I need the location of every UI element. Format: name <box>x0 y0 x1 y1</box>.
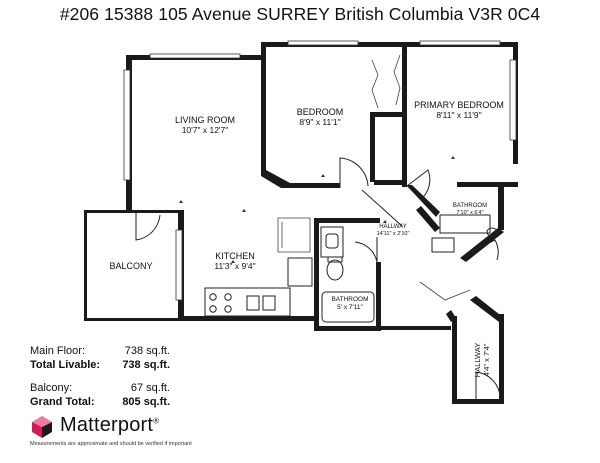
fridge <box>287 257 313 287</box>
balcony-area-label: Balcony: <box>30 382 73 394</box>
total-livable-row: Total Livable: 738 sq.ft. <box>30 358 170 372</box>
primary-bottom-left-wall <box>374 180 406 185</box>
bath-door <box>354 237 378 263</box>
balcony-top-rail <box>84 210 184 213</box>
ensuite-right-wall <box>498 187 504 230</box>
grand-total-row: Grand Total: 805 sq.ft. <box>30 395 170 409</box>
entry-door <box>475 371 501 399</box>
listing-address: #206 15388 105 Avenue SURREY British Col… <box>59 4 541 24</box>
ensuite-diag-wall-3 <box>416 206 440 232</box>
matterport-cube-icon <box>32 416 52 438</box>
toilet-tank <box>327 256 343 263</box>
bedroom-dims: 8'9" x 11'1" <box>299 117 340 127</box>
bathroom-dims: 5' x 7'11" <box>337 304 363 311</box>
main-floor-row: Main Floor: 738 sq.ft. <box>30 344 170 358</box>
entry-right-wall <box>499 314 504 404</box>
ensuite-diag-wall-2 <box>460 228 504 262</box>
bedroom-corner-wall <box>261 170 290 188</box>
kitchen-counter <box>204 287 291 317</box>
bath-vanity <box>320 226 344 258</box>
entry-bottom-wall <box>452 399 504 404</box>
bedroom-left-wall <box>261 42 266 174</box>
kitchen-name: KITCHEN <box>215 251 255 261</box>
bathtub <box>321 291 375 323</box>
registered-mark: ® <box>153 416 160 426</box>
bedroom-name: BEDROOM <box>297 107 344 117</box>
primary-window <box>419 40 501 46</box>
ensuite-dims: 7'10" x 6'4" <box>456 210 483 216</box>
primary-side-window <box>509 59 517 141</box>
balcony-left-rail <box>84 210 87 320</box>
cooktop <box>209 293 232 313</box>
kitchen-balcony-window <box>175 229 183 301</box>
total-livable-value: 738 sq.ft. <box>122 359 170 371</box>
balcony-area-row: Balcony: 67 sq.ft. <box>30 381 170 395</box>
grand-total-value: 805 sq.ft. <box>122 396 170 408</box>
balcony-name: BALCONY <box>109 261 152 271</box>
grand-total-label: Grand Total: <box>30 396 95 408</box>
entry-left-wall <box>452 316 457 404</box>
balcony-bottom-rail <box>84 318 184 321</box>
ensuite-vanity <box>431 237 455 253</box>
closet-top-wall <box>370 112 405 117</box>
kitchen-dims: 11'3" x 9'4" <box>214 261 255 271</box>
primary-closet-door <box>393 54 401 106</box>
hallway-entry-dims: 4'4" x 7'4" <box>482 343 491 376</box>
kitchen-sink-left <box>246 295 260 311</box>
primary-bottom-right-wall <box>457 182 518 187</box>
bedroom-door <box>339 157 369 188</box>
bedroom-window <box>287 40 359 46</box>
hallway-entry-name: HALLWAY <box>473 343 482 377</box>
ensuite-door <box>469 239 499 261</box>
ensuite-toilet <box>486 227 498 237</box>
hallway-center-name: HALLWAY <box>379 224 407 230</box>
hall-closet-line <box>419 281 471 301</box>
brand-name: Matterport <box>60 414 154 436</box>
kitchen-sink-right <box>262 295 276 311</box>
kitchen-pantry <box>277 217 311 253</box>
hallway-center-dims: 14'11" x 2'10" <box>377 231 410 237</box>
primary-bedroom-name: PRIMARY BEDROOM <box>414 100 504 110</box>
entry-diag-wall <box>470 296 504 322</box>
bath-top-wall <box>314 218 380 223</box>
ceiling-fixtures <box>179 156 455 263</box>
closet-left-wall <box>370 112 375 182</box>
area-summary: Main Floor: 738 sq.ft. Total Livable: 73… <box>30 344 170 409</box>
bath-left-wall <box>314 222 319 330</box>
bath-right-wall <box>376 262 381 331</box>
entry-bottom-left <box>376 326 451 330</box>
main-floor-label: Main Floor: <box>30 345 86 357</box>
bedroom-bottom-wall <box>285 183 340 188</box>
living-side-window <box>123 69 131 181</box>
living-window <box>149 53 241 59</box>
ensuite-diag-wall-1 <box>406 185 440 217</box>
bath-sink <box>325 233 339 249</box>
measurement-disclaimer: Measurements are approximate and should … <box>30 441 192 447</box>
bathroom-name: BATHROOM <box>331 296 368 303</box>
ensuite-shower <box>439 214 491 234</box>
primary-bedroom-dims: 8'11" x 11'9" <box>436 110 481 120</box>
living-room-dims: 10'7" x 12'7" <box>182 125 229 135</box>
main-floor-value: 738 sq.ft. <box>124 345 170 357</box>
bedroom-closet-door <box>371 59 379 109</box>
matterport-brand: Matterport® Measurements are approximate… <box>30 413 210 453</box>
bath-bottom-wall <box>314 326 380 331</box>
toilet <box>326 259 344 281</box>
total-livable-label: Total Livable: <box>30 359 101 371</box>
kitchen-bottom-wall <box>178 316 318 321</box>
primary-door <box>406 169 431 201</box>
bedrooms-top-wall <box>263 42 518 47</box>
balcony-door <box>135 212 161 241</box>
hall-door-line <box>361 189 403 227</box>
living-room-name: LIVING ROOM <box>175 115 235 125</box>
balcony-area-value: 67 sq.ft. <box>130 382 170 394</box>
ensuite-name: BATHROOM <box>453 203 487 209</box>
